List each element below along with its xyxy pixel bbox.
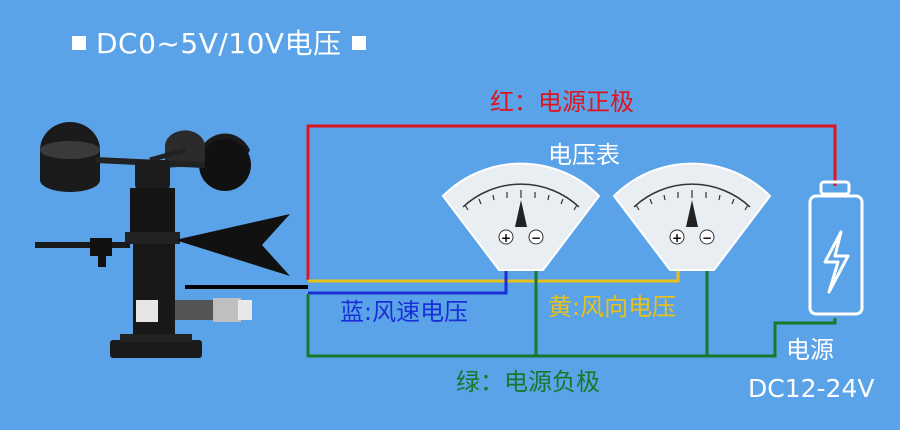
- title-text: DC0~5V/10V电压: [96, 27, 342, 60]
- red-wire: [306, 124, 837, 280]
- power-spec-label: DC12-24V: [748, 374, 875, 403]
- meter2-plus-sign: +: [672, 231, 682, 245]
- voltmeter-right: [612, 162, 772, 271]
- square-bullet-icon: [351, 36, 366, 50]
- red-wire-label: 红：电源正极: [490, 88, 634, 116]
- voltmeter-label: 电压表: [548, 141, 620, 169]
- square-bullet-icon: [72, 36, 86, 50]
- voltmeter-left: [441, 162, 601, 271]
- green-wire: [306, 294, 837, 358]
- meter1-minus-sign: −: [531, 231, 541, 245]
- blue-wire-label: 蓝:风速电压: [340, 298, 469, 326]
- yellow-wire-label: 黄:风向电压: [548, 293, 677, 321]
- green-wire-label: 绿：电源负极: [456, 368, 600, 396]
- blue-wire: [308, 244, 508, 295]
- battery-icon: [808, 180, 864, 316]
- meter2-minus-sign: −: [702, 231, 712, 245]
- title: DC0~5V/10V电压: [62, 30, 376, 58]
- anemometer-icon: [35, 122, 290, 358]
- meter1-plus-sign: +: [501, 231, 511, 245]
- power-name-label: 电源: [786, 336, 834, 364]
